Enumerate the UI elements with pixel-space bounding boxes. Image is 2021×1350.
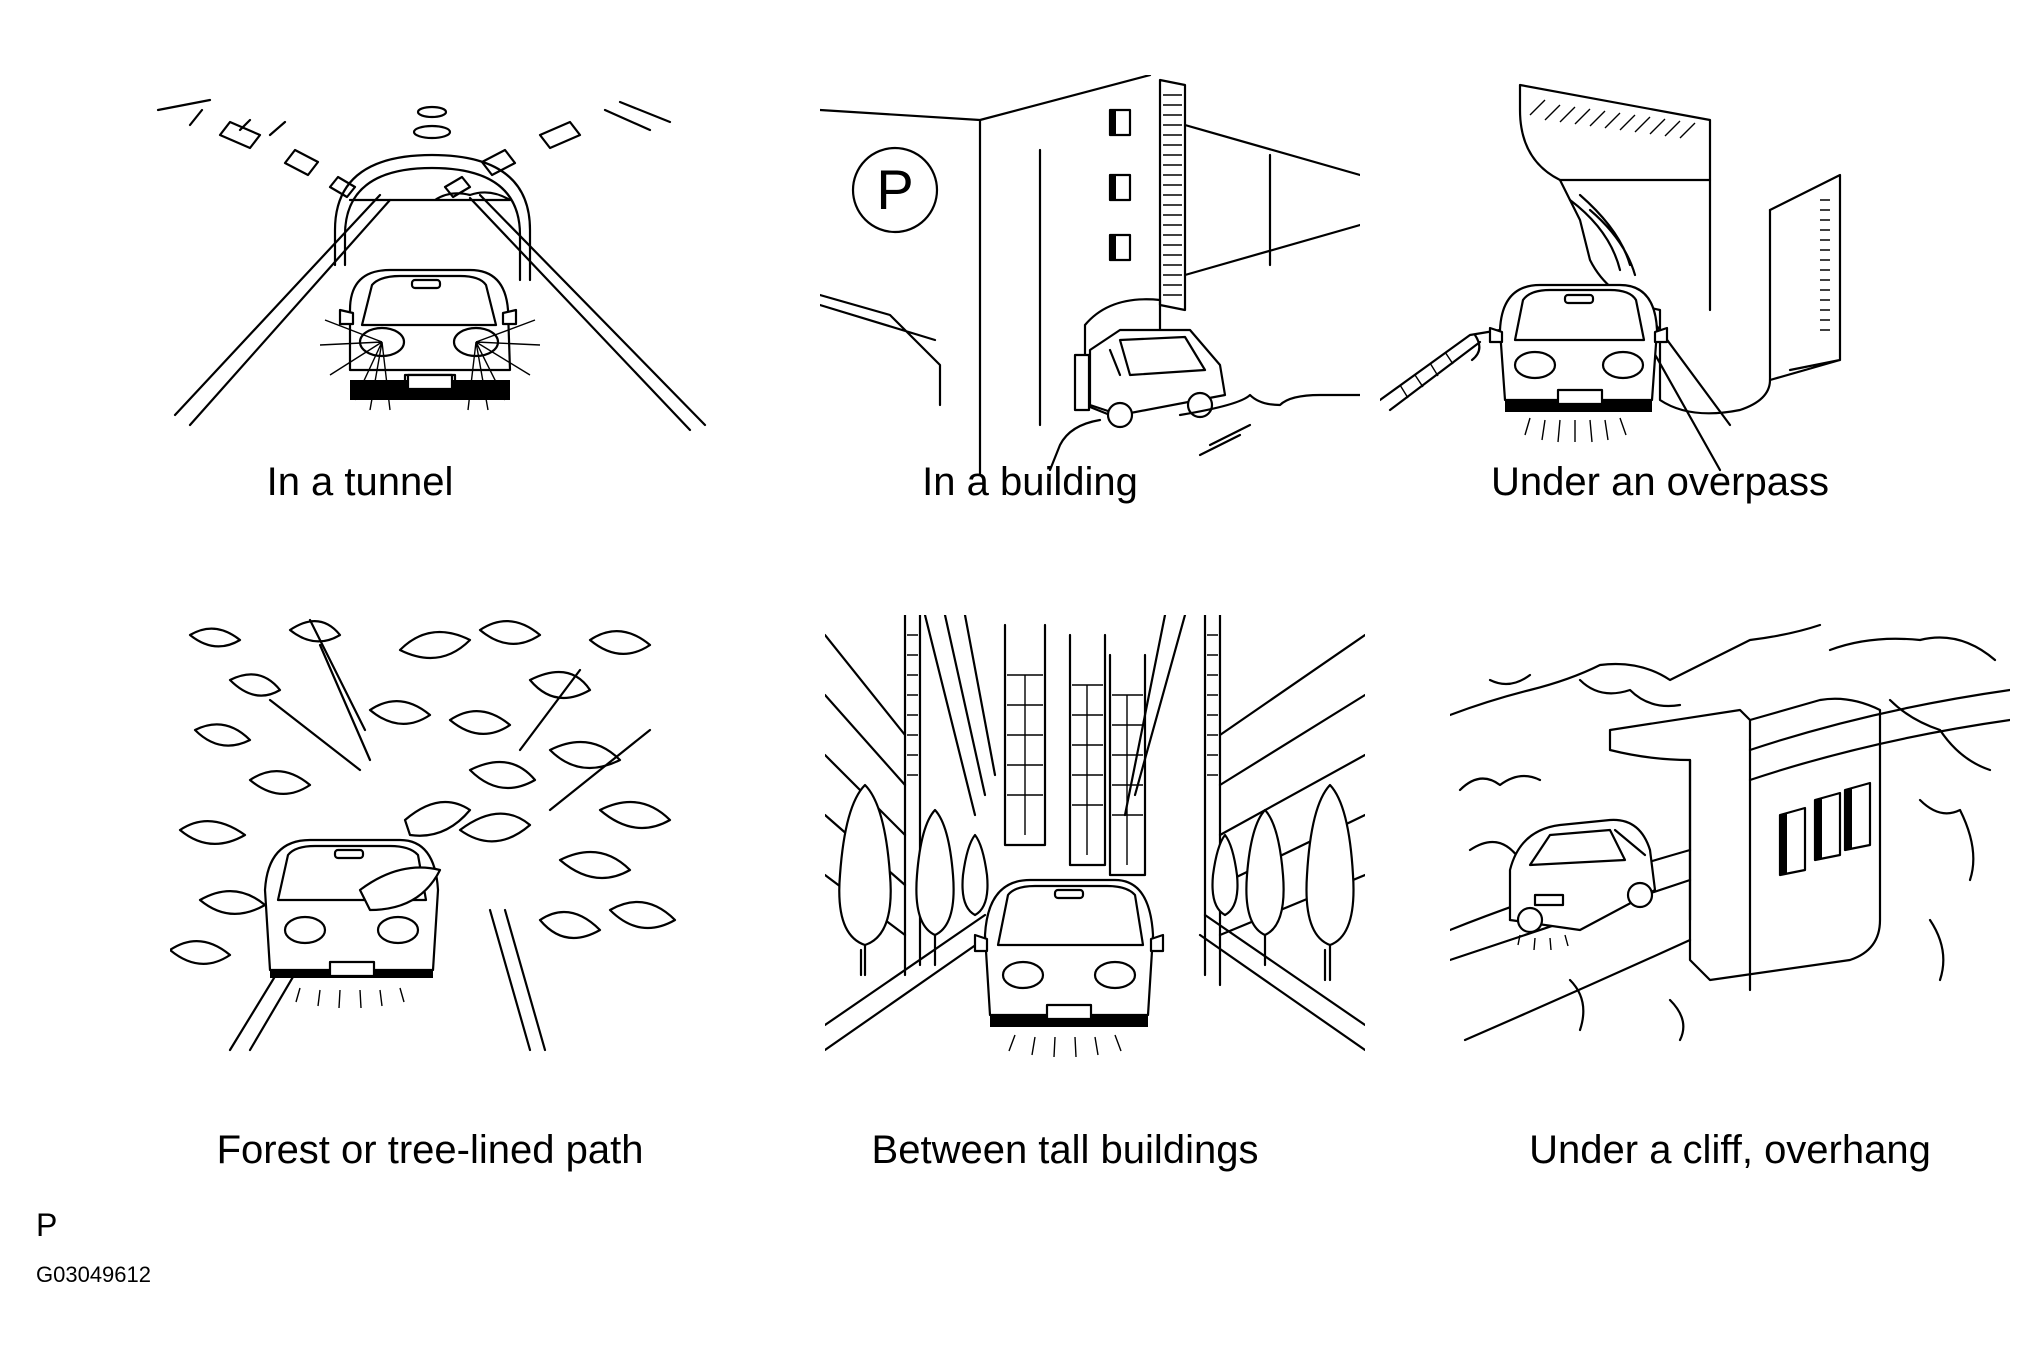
cliff-contours	[1450, 625, 1995, 715]
forest-illustration	[170, 610, 690, 1060]
car	[1075, 330, 1225, 427]
caption-overpass: Under an overpass	[1491, 460, 1829, 504]
overpass-illustration	[1380, 80, 2000, 480]
car	[320, 270, 540, 410]
car	[1510, 820, 1655, 950]
caption-tunnel: In a tunnel	[266, 460, 454, 504]
tunnel-ceiling-lights	[158, 100, 670, 197]
street-edges	[825, 915, 1365, 1050]
building-outline	[820, 75, 1150, 475]
caption-forest: Forest or tree-lined path	[216, 1128, 644, 1172]
car	[265, 840, 438, 1008]
car	[975, 880, 1163, 1057]
figure-code: G03049612	[36, 1262, 151, 1287]
parking-sign-letter: P	[876, 158, 913, 221]
panel-tunnel: In a tunnel	[150, 80, 730, 502]
building-illustration: P	[820, 75, 1360, 475]
cliff-illustration	[1450, 620, 2010, 1060]
caption-building: In a building	[922, 460, 1138, 504]
windows	[1780, 783, 1870, 875]
panel-forest: Forest or tree-lined path	[170, 610, 690, 1170]
panel-building: P In a building	[820, 75, 1360, 502]
parking-sign: P	[853, 148, 937, 232]
tunnel-illustration	[150, 80, 730, 470]
tall-buildings-illustration	[825, 615, 1365, 1065]
footer-letter: P	[36, 1207, 58, 1243]
car	[1490, 285, 1667, 442]
trees	[839, 785, 1353, 980]
panel-cliff: Under a cliff, overhang	[1450, 620, 2010, 1170]
caption-cliff: Under a cliff, overhang	[1529, 1128, 1931, 1172]
caption-tall-buildings: Between tall buildings	[871, 1128, 1259, 1172]
panel-overpass: Under an overpass	[1380, 80, 2000, 502]
tunnel-portal	[335, 155, 530, 280]
panel-tall-buildings: Between tall buildings	[825, 615, 1365, 1170]
road-edges	[175, 195, 705, 430]
overpass-structure	[1520, 85, 1710, 180]
